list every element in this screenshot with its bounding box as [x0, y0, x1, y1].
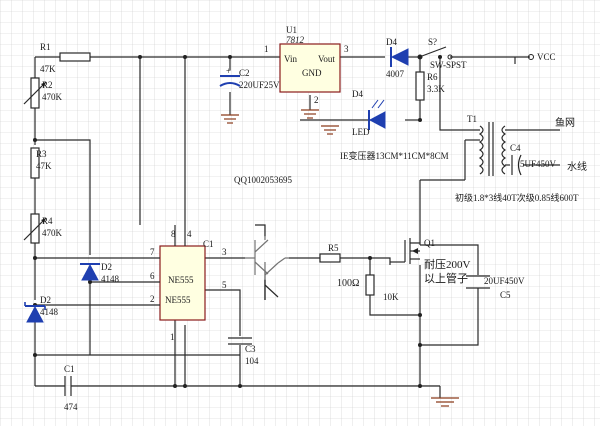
c5-ref: C5: [500, 290, 511, 300]
t1-ref: T1: [467, 114, 477, 124]
resistor-r3: R3 47K: [30, 147, 52, 179]
capacitor-c1: C1 474: [64, 364, 78, 412]
r1-value: 47K: [40, 64, 56, 74]
resistor-r6: R6 3.3K: [415, 71, 445, 101]
capacitor-c5: 20UF450V C5: [466, 275, 525, 300]
u1-pin1: 1: [264, 44, 269, 54]
d4a-value: 4007: [386, 69, 405, 79]
qq-text: QQ1002053695: [234, 175, 292, 185]
u1-pin-gnd: GND: [302, 68, 322, 78]
c5-value: 20UF450V: [484, 276, 525, 286]
u1-pin-vin: Vin: [284, 54, 297, 64]
diode-d2-upper: D2 4148: [80, 262, 120, 284]
ic-pin-5: 5: [222, 280, 227, 290]
vcc-label: VCC: [537, 52, 556, 62]
d2-upper-ref: D2: [101, 262, 112, 272]
c1-value: 474: [64, 402, 78, 412]
ground-u1: [301, 109, 319, 119]
d2-lower-value: 4148: [40, 307, 59, 317]
r1-ref: R1: [40, 42, 51, 52]
d4b-value: LED: [352, 127, 370, 137]
diode-d4-4007: D4 4007: [386, 37, 409, 79]
r4-value: 470K: [42, 228, 63, 238]
resistor-r4: R4 470K: [23, 213, 63, 244]
ne555-ic: C1 NE555 NE555 7 6 2 8 4 3 5 1: [140, 225, 227, 342]
u1-pin-vout: Vout: [318, 54, 335, 64]
c3-value: 104: [245, 356, 259, 366]
ic-pin-2: 2: [150, 294, 155, 304]
ic-pin-3: 3: [222, 247, 227, 257]
r6-ref: R6: [427, 72, 438, 82]
d4b-ref: D4: [352, 89, 363, 99]
ground-led: [321, 125, 339, 135]
driver-transistors: [245, 236, 289, 300]
ic-pin-4: 4: [187, 229, 192, 239]
diode-d2-lower: D2 4148: [24, 295, 59, 323]
capacitor-c3: C3 104: [228, 337, 259, 366]
ic-pin-1: 1: [170, 332, 175, 342]
u1-pin3: 3: [344, 44, 349, 54]
r6-value: 3.3K: [427, 84, 445, 94]
ic-part-2: NE555: [165, 295, 191, 305]
t1-out1: 鱼网: [555, 116, 575, 129]
q1-note-line2: 以上管子: [424, 271, 468, 285]
wires: [34, 56, 560, 398]
ic-pin-6: 6: [150, 271, 155, 281]
c2-value: 220UF25V: [239, 80, 280, 90]
switch-ref: S?: [428, 37, 437, 47]
ic-pin-8: 8: [171, 229, 176, 239]
ground-symbols: [221, 109, 459, 407]
transformer-t1: T1 IE变压器13CM*11CM*8CM 鱼网 水线 初级1.8*3线40T次…: [340, 114, 587, 203]
ic-part-1: NE555: [168, 275, 194, 285]
vcc-terminal: VCC: [528, 52, 556, 62]
c4-ref: C4: [510, 143, 521, 153]
d2-lower-ref: D2: [40, 295, 51, 305]
c4-value: 5UF450V: [520, 159, 557, 169]
r10k-value: 10K: [383, 292, 399, 302]
mosfet-q1: Q1 耐压200V 以上管子: [390, 238, 470, 285]
resistor-r1: R1 47K: [40, 42, 91, 74]
resistor-r5: R5 100Ω: [319, 243, 359, 289]
u1-pin2: 2: [314, 95, 319, 105]
c2-polarity: +: [226, 66, 231, 76]
resistor-10k: 10K: [365, 274, 399, 302]
t1-winding: 初级1.8*3线40T次级0.85线600T: [455, 192, 579, 203]
u1-ref: U1: [286, 25, 297, 35]
switch-spst: S? SW-SPST: [417, 37, 467, 70]
r3-value: 47K: [36, 161, 52, 171]
t1-out2: 水线: [567, 160, 587, 173]
d2-upper-value: 4148: [101, 274, 120, 284]
r5-ref: R5: [328, 243, 339, 253]
resistor-r2: R2 470K: [23, 77, 63, 109]
c2-ref: C2: [239, 68, 250, 78]
q1-ref: Q1: [424, 238, 435, 248]
c1-ref: C1: [64, 364, 75, 374]
capacitor-c4: C4 5UF450V: [510, 143, 557, 176]
r4-ref: R4: [42, 216, 53, 226]
r3-ref: R3: [36, 149, 47, 159]
d4a-ref: D4: [386, 37, 397, 47]
ground-main: [431, 397, 459, 407]
q1-note-line1: 耐压200V: [424, 258, 470, 271]
ic-pin-7: 7: [150, 247, 155, 257]
t1-spec: IE变压器13CM*11CM*8CM: [340, 150, 449, 161]
regulator-u1: U1 7812 Vin GND Vout 1 2 3: [264, 25, 349, 105]
switch-value: SW-SPST: [430, 60, 467, 70]
u1-part: 7812: [286, 35, 305, 45]
capacitor-c2: + C2 220UF25V: [219, 66, 280, 90]
ground-c2: [221, 114, 239, 124]
c3-ref: C3: [245, 344, 256, 354]
r2-value: 470K: [42, 92, 63, 102]
led-d4: D4 LED: [352, 89, 386, 137]
ic-ref: C1: [203, 239, 214, 249]
r5-value: 100Ω: [337, 278, 359, 289]
r2-ref: R2: [42, 80, 53, 90]
junction-dots: [33, 55, 442, 388]
